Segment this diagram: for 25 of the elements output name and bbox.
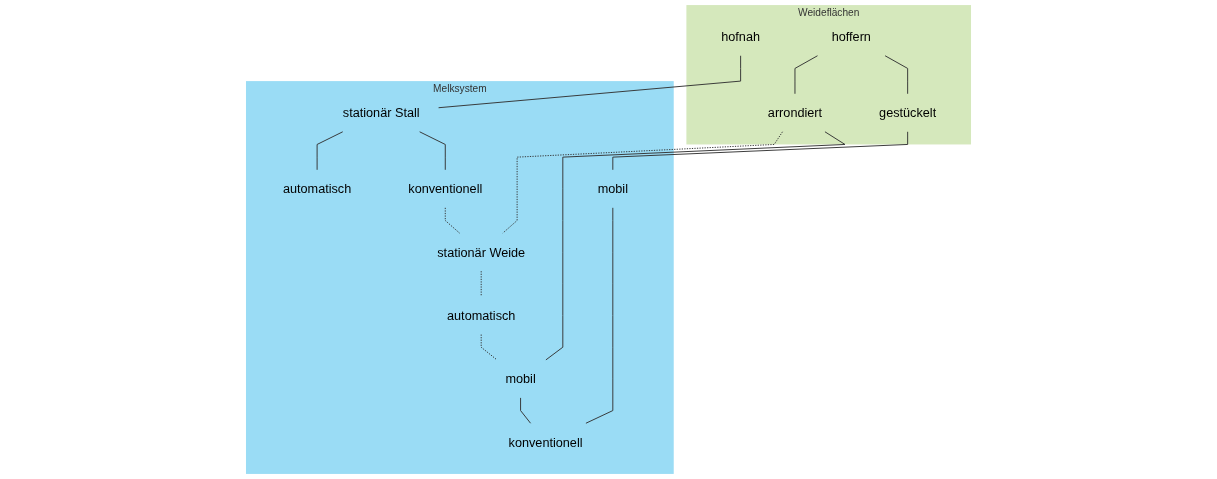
node-text: hofnah xyxy=(721,29,760,44)
node-text: konventionell xyxy=(408,181,483,196)
node-text: gestückelt xyxy=(879,105,937,120)
node-text: konventionell xyxy=(508,435,583,450)
connector xyxy=(794,55,818,95)
connector xyxy=(612,131,909,171)
node-text: stationär Stall xyxy=(342,105,420,120)
connector xyxy=(480,334,498,361)
connector xyxy=(884,55,909,95)
node-text: automatisch xyxy=(282,181,352,196)
connector xyxy=(316,131,344,171)
connector xyxy=(502,131,783,234)
node-text: mobil xyxy=(505,371,536,386)
node-text: mobil xyxy=(597,181,628,196)
connector xyxy=(520,397,532,424)
connector xyxy=(419,131,446,171)
node-text: arrondiert xyxy=(767,105,823,120)
node-text: automatisch xyxy=(447,308,516,323)
connector xyxy=(438,55,742,109)
connector xyxy=(480,270,482,297)
connector xyxy=(545,131,846,361)
node-text: stationär Weide xyxy=(437,245,526,260)
node-text: hoffern xyxy=(831,29,871,44)
connector xyxy=(585,207,614,424)
connector xyxy=(444,207,461,234)
